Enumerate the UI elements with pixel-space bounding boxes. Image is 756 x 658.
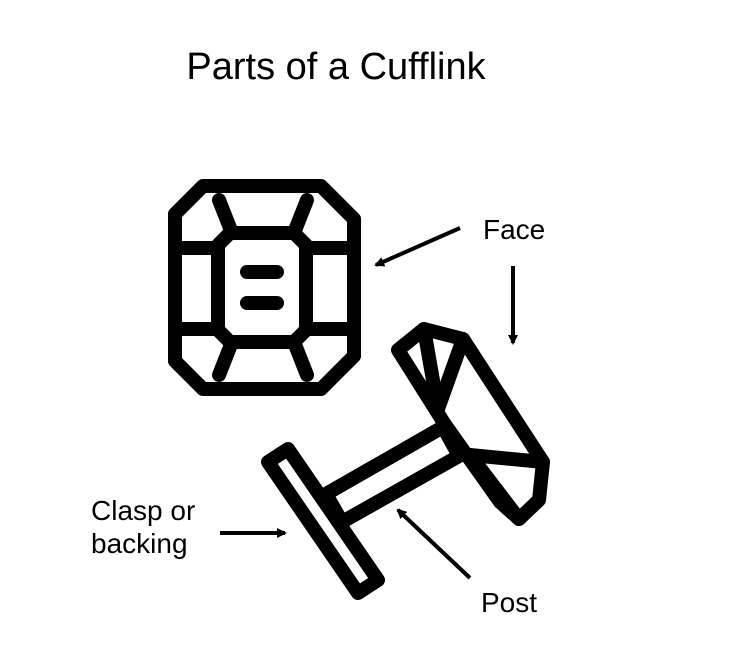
post-shaft xyxy=(319,420,466,529)
face-label: Face xyxy=(483,214,546,245)
face-facet-line xyxy=(287,335,314,382)
cufflink-face-front-view xyxy=(168,179,361,396)
side-face-head xyxy=(391,322,550,526)
face-facet-line xyxy=(212,335,239,382)
side-face-facet xyxy=(463,448,550,469)
diagram-title: Parts of a Cufflink xyxy=(186,46,486,88)
side-face-facet xyxy=(431,332,470,416)
clasp-label: Clasp or backing xyxy=(91,494,195,560)
face-inner-table xyxy=(211,226,313,349)
face-facet-line xyxy=(212,193,239,240)
post-label: Post xyxy=(481,587,538,618)
side-face-facet xyxy=(463,448,526,526)
face-outer-outline xyxy=(168,179,361,396)
face-arrow-front xyxy=(374,226,461,267)
clasp-bar xyxy=(261,442,385,600)
post-arrow xyxy=(396,508,472,580)
face-facet-line xyxy=(287,193,314,240)
pointer-arrows xyxy=(220,226,518,580)
cufflink-side-view xyxy=(261,322,550,600)
clasp-label-line1: Clasp or xyxy=(91,495,196,526)
clasp-label-line2: backing xyxy=(91,528,188,559)
